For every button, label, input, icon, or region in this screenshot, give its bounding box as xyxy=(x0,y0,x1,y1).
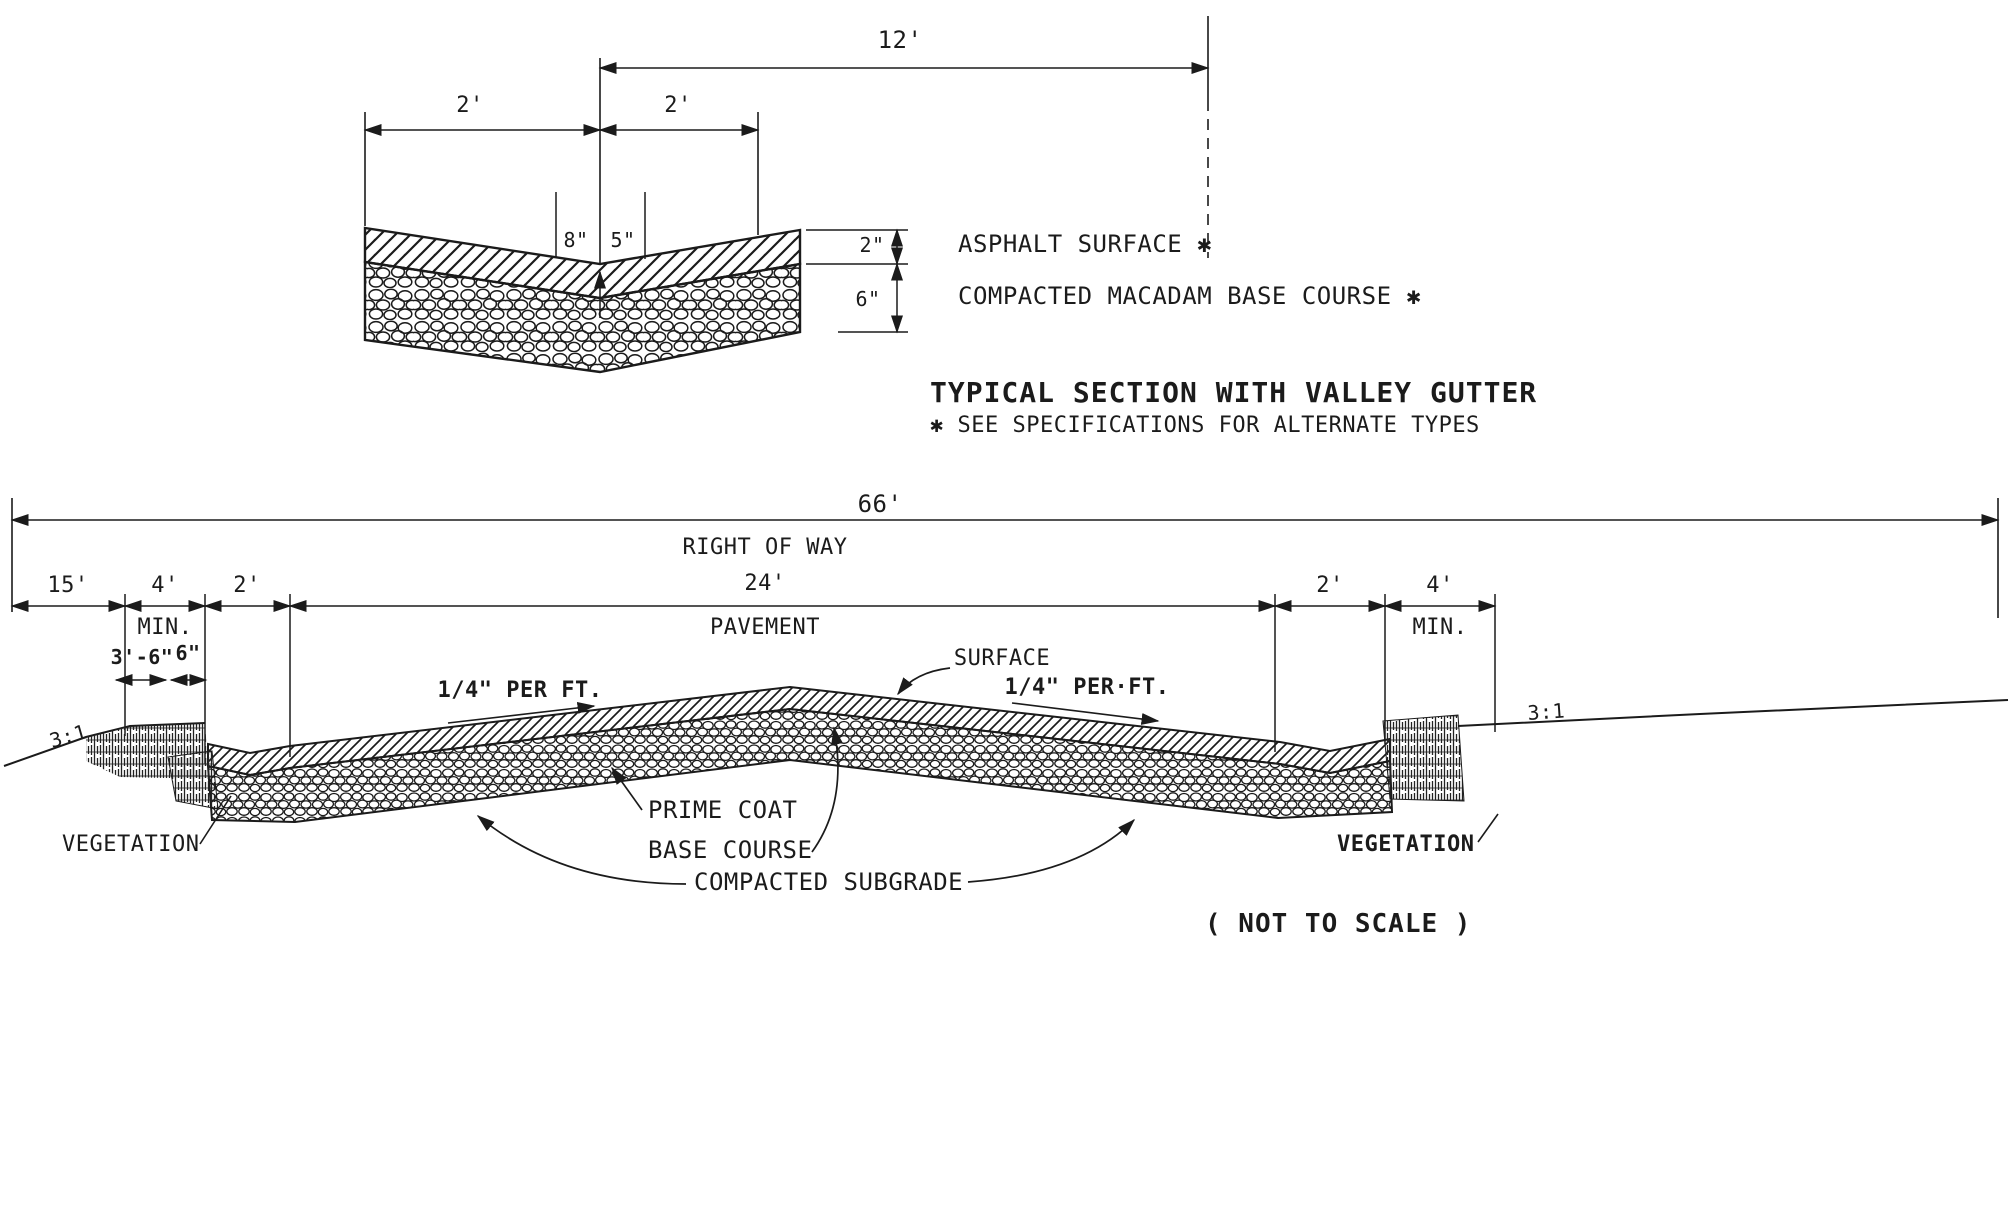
vegetation-patch-right xyxy=(1382,714,1465,802)
detail-title: TYPICAL SECTION WITH VALLEY GUTTER xyxy=(930,376,1537,409)
dim-4ft-right-label: 4' xyxy=(1426,573,1454,598)
vegetation-left-label: VEGETATION xyxy=(62,832,199,857)
surface-callout: SURFACE xyxy=(897,646,1050,696)
shoulder-sub-dims: 3'-6" 6" xyxy=(111,641,208,686)
vegetation-callout-left: VEGETATION xyxy=(62,795,232,857)
dim-3ft6in-label: 3'-6" xyxy=(111,645,174,669)
edge-thickness-dims: 2" 6" xyxy=(806,228,908,334)
not-to-scale-label: ( NOT TO SCALE ) xyxy=(1205,909,1471,939)
min-left-label: MIN. xyxy=(138,615,193,640)
min-right-label: MIN. xyxy=(1413,615,1468,640)
subgrade-callout: COMPACTED SUBGRADE xyxy=(476,815,1136,896)
full-road-section: 66' RIGHT OF WAY 15' 4' 2' 24' 2' 4' MIN… xyxy=(3,490,2009,939)
dim-6in-shoulder-label: 6" xyxy=(175,641,200,665)
dim-15ft-label: 15' xyxy=(47,573,88,598)
vegetation-right-label: VEGETATION xyxy=(1337,832,1474,857)
right-of-way-label: RIGHT OF WAY xyxy=(683,535,848,560)
dim-5in-label: 5" xyxy=(610,228,635,252)
macadam-base-label: COMPACTED MACADAM BASE COURSE ✱ xyxy=(958,282,1421,310)
vegetation-clump-left xyxy=(167,750,219,810)
dim-2ft-right-label: 2' xyxy=(1316,573,1344,598)
grade-right-label: 1/4" PER·FT. xyxy=(1005,675,1170,700)
prime-coat-label: PRIME COAT xyxy=(648,796,798,824)
dim-6in-label: 6" xyxy=(855,287,880,311)
dim-2in-label: 2" xyxy=(859,233,884,257)
base-course-callout: BASE COURSE xyxy=(648,726,843,864)
dim-2ft-right: 2' xyxy=(598,93,760,235)
dim-2ft-left-label: 2' xyxy=(233,573,261,598)
valley-gutter-detail: 12' 2' 2' 8" 5" xyxy=(363,16,1537,438)
dim-2ft-left: 2' xyxy=(363,93,602,226)
dim-4ft-left-label: 4' xyxy=(151,573,179,598)
subgrade-label: COMPACTED SUBGRADE xyxy=(694,868,963,896)
ground-left: 3:1 xyxy=(3,719,219,810)
base-course-label: BASE COURSE xyxy=(648,836,812,864)
dim-12ft-label: 12' xyxy=(878,26,923,54)
prime-coat-callout: PRIME COAT xyxy=(611,766,798,824)
slope-right-label: 3:1 xyxy=(1527,698,1566,725)
vegetation-callout-right: VEGETATION xyxy=(1337,813,1499,857)
dim-66ft-label: 66' xyxy=(858,490,903,518)
dim-66ft: 66' RIGHT OF WAY xyxy=(10,490,2000,618)
ground-right: 3:1 xyxy=(1382,698,2009,802)
surface-label: SURFACE xyxy=(954,646,1050,671)
dimension-row: 15' 4' 2' 24' 2' 4' MIN. PAVEMENT MIN. xyxy=(10,571,1497,764)
dim-2ft-left-label: 2' xyxy=(456,93,484,118)
grade-annotation-left: 1/4" PER FT. xyxy=(438,678,603,724)
pavement-base-course xyxy=(206,707,1394,824)
grade-annotation-right: 1/4" PER·FT. xyxy=(1005,675,1170,725)
asphalt-surface-label: ASPHALT SURFACE ✱ xyxy=(958,230,1212,258)
spec-note: ✱ SEE SPECIFICATIONS FOR ALTERNATE TYPES xyxy=(930,413,1480,438)
dim-2ft-right-label: 2' xyxy=(664,93,692,118)
slope-left-label: 3:1 xyxy=(47,719,90,752)
grade-left-label: 1/4" PER FT. xyxy=(438,678,603,703)
valley-dims: 8" 5" xyxy=(555,192,646,318)
pavement-label: PAVEMENT xyxy=(710,615,820,640)
dim-12ft: 12' xyxy=(598,16,1210,258)
dim-8in-label: 8" xyxy=(563,228,588,252)
dim-24ft-label: 24' xyxy=(744,571,785,596)
